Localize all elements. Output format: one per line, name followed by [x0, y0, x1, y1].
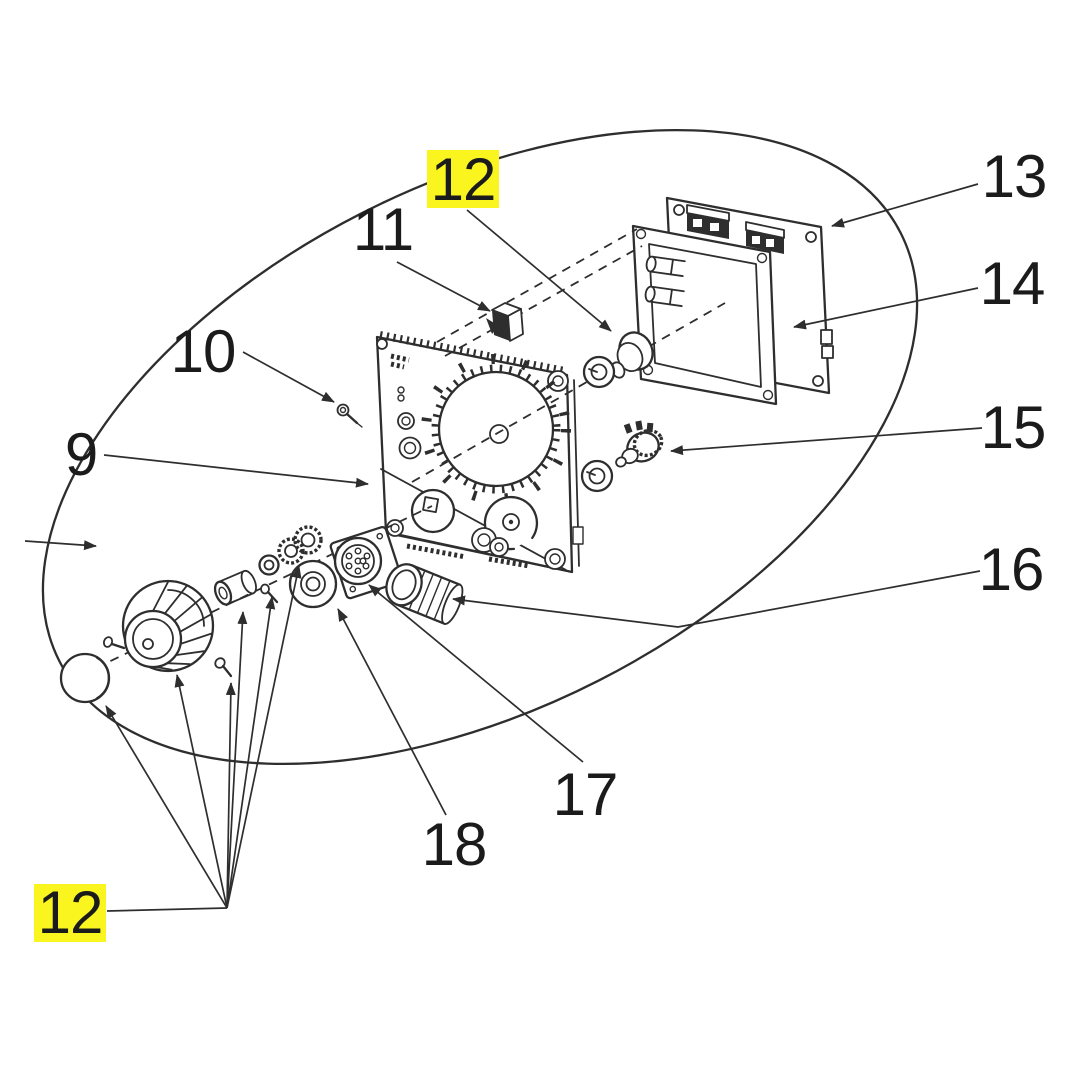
frame-stud-2	[644, 285, 685, 307]
callout-10: 10	[171, 318, 236, 385]
callout-18: 18	[422, 811, 487, 878]
flat-washer	[258, 554, 280, 576]
callout-14: 14	[980, 250, 1045, 317]
terminal-block-2	[745, 221, 785, 254]
frame-stud-1	[645, 255, 686, 277]
callout-labels: 9 10 11 12 13 14 15 16 17 18 12	[34, 143, 1047, 946]
set-screw-right	[214, 657, 233, 678]
callout-11: 11	[353, 196, 413, 263]
panel-print-marks	[390, 353, 530, 569]
lock-washer-2	[293, 525, 323, 555]
left-edge-arrow	[24, 540, 97, 551]
leader-lines	[103, 183, 983, 816]
key-switch-knob	[410, 488, 456, 534]
callout-9: 9	[65, 421, 97, 488]
slotted-washer-lower	[580, 459, 614, 493]
front-panel-plate	[375, 331, 584, 574]
callout-12-top: 12	[427, 146, 499, 213]
fluted-knob	[121, 579, 215, 673]
connector-shell	[385, 563, 464, 625]
timer-dial	[421, 354, 571, 504]
callout-15: 15	[981, 394, 1046, 461]
lock-washer-1	[277, 537, 305, 565]
callout-17: 17	[553, 761, 618, 828]
svg-text:12: 12	[431, 146, 496, 213]
panel-front-rings	[471, 527, 509, 557]
callout-13: 13	[982, 143, 1047, 210]
small-screw-mid	[260, 583, 279, 604]
spacer-bushing	[213, 569, 257, 606]
panel-screw	[336, 403, 363, 428]
set-screw-left	[102, 636, 126, 650]
callout-12-bottom: 12	[34, 879, 106, 946]
clip-block	[486, 302, 524, 342]
slotted-washer-upper	[582, 355, 616, 389]
knob-cap	[59, 652, 111, 704]
rotary-switch	[615, 420, 664, 468]
highlight-12-bottom	[34, 884, 106, 942]
svg-text:12: 12	[38, 879, 103, 946]
indicator-lamps	[397, 412, 422, 460]
drive-disc	[288, 559, 338, 609]
assembly-boundary-ellipse	[41, 128, 919, 766]
highlight-12-top	[427, 150, 499, 208]
callout-16: 16	[979, 536, 1044, 603]
terminal-block-1	[686, 204, 730, 239]
hardware-set-fan-lines	[105, 565, 302, 912]
